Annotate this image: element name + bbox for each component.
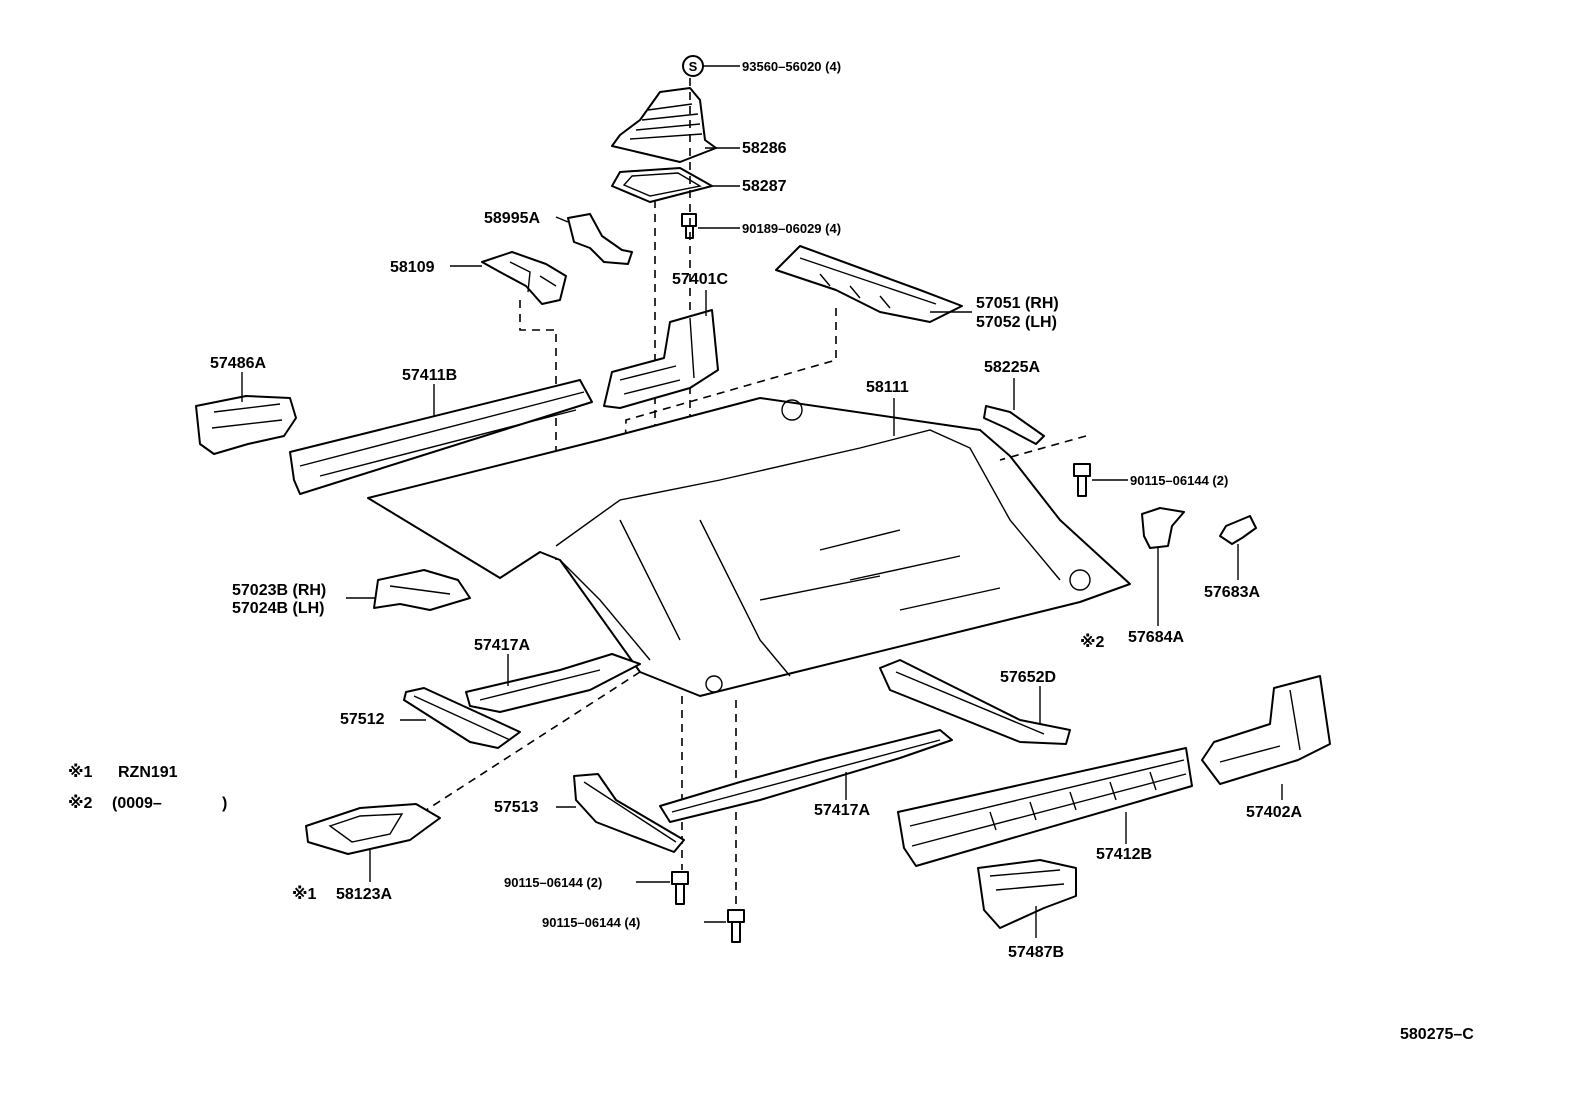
part-57402A <box>1201 675 1331 800</box>
note-1-text: RZN191 <box>118 764 178 781</box>
part-57487B <box>977 859 1077 938</box>
label-57051: 57051 (RH) <box>976 295 1059 312</box>
label-90115-c: 90115–06144 (4) <box>542 915 640 930</box>
member-57417A-left <box>465 653 641 713</box>
label-57401C: 57401C <box>672 271 728 288</box>
member-57051 <box>775 245 972 323</box>
label-57412B: 57412B <box>1096 846 1152 863</box>
rocker-57411B <box>289 379 593 495</box>
label-57684A: 57684A <box>1128 629 1184 646</box>
bracket-57023B <box>346 569 471 611</box>
label-58111: 58111 <box>866 379 909 396</box>
guide-line-58109 <box>519 300 557 560</box>
label-57402A: 57402A <box>1246 804 1302 821</box>
bracket-58109 <box>450 251 567 305</box>
label-57513: 57513 <box>494 799 539 816</box>
bracket-57512 <box>400 687 521 749</box>
note-2-close: ) <box>222 795 227 812</box>
member-57417A-center <box>659 729 953 823</box>
bolt-90115-upper <box>1073 463 1128 497</box>
bracket-57684A <box>1141 507 1185 626</box>
bracket-58995A <box>555 213 633 265</box>
label-57411B: 57411B <box>402 367 457 384</box>
label-57652D: 57652D <box>1000 669 1056 686</box>
label-58225A: 58225A <box>984 359 1040 376</box>
plate-58123A <box>305 803 441 882</box>
s-symbol: S <box>689 59 698 74</box>
label-57487B: 57487B <box>1008 944 1064 961</box>
label-58123A: 58123A <box>336 886 392 903</box>
guide-line-58225A <box>999 435 1087 461</box>
label-58995A: 58995A <box>484 210 540 227</box>
mark-note1-58123A: ※1 <box>292 885 317 903</box>
bracket-57683A <box>1219 515 1257 580</box>
bracket-57401C <box>603 290 719 409</box>
bolt-90115-lower-a <box>636 871 689 905</box>
note-2-mark: ※2 <box>68 794 93 812</box>
label-57417A-b: 57417A <box>814 802 870 819</box>
rocker-57412B <box>897 747 1193 867</box>
label-57486A: 57486A <box>210 355 266 372</box>
note-2-text: (0009– <box>112 795 162 812</box>
drawing-code: 580275–C <box>1400 1026 1474 1043</box>
screw-93560: S <box>682 55 740 77</box>
label-90189: 90189–06029 (4) <box>742 221 841 236</box>
shift-boot-58286 <box>611 87 740 163</box>
label-57512: 57512 <box>340 711 385 728</box>
label-90115-a: 90115–06144 (2) <box>1130 473 1228 488</box>
part-57486A <box>195 372 297 455</box>
member-57652D <box>879 659 1071 745</box>
label-57052: 57052 (LH) <box>976 314 1057 331</box>
label-57417A-a: 57417A <box>474 637 530 654</box>
label-58286: 58286 <box>742 140 787 157</box>
label-57683A: 57683A <box>1204 584 1260 601</box>
gasket-58287 <box>611 167 740 203</box>
label-57024B: 57024B (LH) <box>232 600 324 617</box>
guide-line-58123A <box>419 671 641 815</box>
floor-pan-58111 <box>367 397 1131 697</box>
bracket-57513 <box>556 773 685 853</box>
bolt-90115-lower-b <box>704 909 745 943</box>
mark-note2-57684A: ※2 <box>1080 633 1105 651</box>
label-58287: 58287 <box>742 178 787 195</box>
bracket-58225A <box>983 378 1045 445</box>
label-57023B: 57023B (RH) <box>232 582 326 599</box>
label-58109: 58109 <box>390 259 435 276</box>
note-1-mark: ※1 <box>68 763 93 781</box>
label-93560: 93560–56020 (4) <box>742 59 841 74</box>
label-90115-b: 90115–06144 (2) <box>504 875 602 890</box>
